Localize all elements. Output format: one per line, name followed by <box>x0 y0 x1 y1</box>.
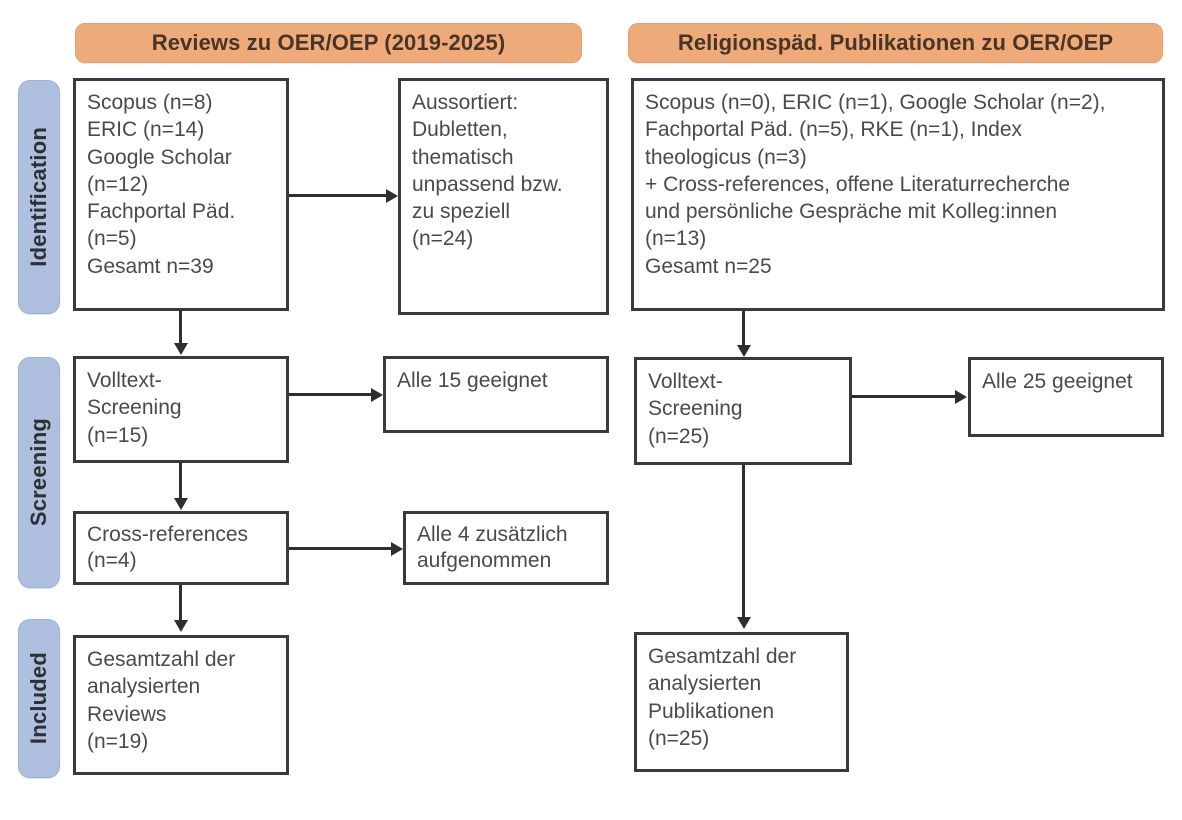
box-left-crossrefs-result-text: Alle 4 zusätzlich aufgenommen <box>417 523 568 573</box>
connector-left-fulltext-to-crossrefs <box>179 463 182 499</box>
box-left-fulltext-screening-text: Volltext- Screening (n=15) <box>87 369 182 447</box>
arrowhead-left-fulltext-to-result <box>371 388 383 402</box>
arrowhead-right-sources-to-fulltext <box>737 345 751 357</box>
box-right-sources-text: Scopus (n=0), ERIC (n=1), Google Scholar… <box>645 91 1106 278</box>
box-right-fulltext-screening-text: Volltext- Screening (n=25) <box>648 370 743 448</box>
box-left-fulltext-result-text: Alle 15 geeignet <box>397 369 548 392</box>
connector-left-sources-to-fulltext <box>179 311 182 344</box>
connector-right-fulltext-to-included <box>742 465 745 618</box>
box-left-fulltext-result: Alle 15 geeignet <box>383 356 609 433</box>
column-header-right: Religionspäd. Publikationen zu OER/OEP <box>628 23 1163 63</box>
box-left-excluded-text: Aussortiert: Dubletten, thematisch unpas… <box>412 91 563 251</box>
box-right-included-text: Gesamtzahl der analysierten Publikatione… <box>648 645 797 750</box>
box-right-fulltext-screening: Volltext- Screening (n=25) <box>634 357 852 465</box>
box-right-fulltext-result-text: Alle 25 geeignet <box>982 370 1133 393</box>
arrowhead-right-fulltext-to-result <box>955 390 967 404</box>
stage-label-screening: Screening <box>26 418 51 527</box>
box-left-sources: Scopus (n=8) ERIC (n=14) Google Scholar … <box>73 78 289 311</box>
arrowhead-left-fulltext-to-crossrefs <box>174 498 188 510</box>
arrowhead-left-sources-to-excluded <box>386 189 398 203</box>
column-header-left: Reviews zu OER/OEP (2019-2025) <box>75 23 582 63</box>
arrowhead-left-sources-to-fulltext <box>174 343 188 355</box>
box-left-crossrefs: Cross-references (n=4) <box>73 511 289 585</box>
connector-left-crossrefs-to-result <box>289 547 392 550</box>
box-left-excluded: Aussortiert: Dubletten, thematisch unpas… <box>398 78 609 315</box>
box-left-included-text: Gesamtzahl der analysierten Reviews (n=1… <box>87 648 236 753</box>
box-right-included: Gesamtzahl der analysierten Publikatione… <box>634 632 849 772</box>
connector-left-crossrefs-to-included <box>179 585 182 621</box>
stage-pill-included: Included <box>18 619 60 778</box>
arrowhead-right-fulltext-to-included <box>737 617 751 629</box>
connector-right-fulltext-to-result <box>852 395 956 398</box>
box-left-crossrefs-result: Alle 4 zusätzlich aufgenommen <box>403 511 609 585</box>
connector-right-sources-to-fulltext <box>742 311 745 346</box>
box-left-sources-text: Scopus (n=8) ERIC (n=14) Google Scholar … <box>87 91 236 278</box>
connector-left-sources-to-excluded <box>289 194 387 197</box>
stage-pill-identification: Identification <box>18 80 60 314</box>
column-header-left-label: Reviews zu OER/OEP (2019-2025) <box>151 30 506 55</box>
arrowhead-left-crossrefs-to-included <box>174 620 188 632</box>
stage-label-identification: Identification <box>26 127 51 267</box>
box-right-fulltext-result: Alle 25 geeignet <box>968 357 1164 437</box>
box-left-crossrefs-text: Cross-references (n=4) <box>87 523 249 573</box>
connector-left-fulltext-to-result <box>289 393 372 396</box>
box-right-sources: Scopus (n=0), ERIC (n=1), Google Scholar… <box>631 78 1165 311</box>
column-header-right-label: Religionspäd. Publikationen zu OER/OEP <box>677 30 1114 55</box>
box-left-fulltext-screening: Volltext- Screening (n=15) <box>73 356 289 463</box>
box-left-included: Gesamtzahl der analysierten Reviews (n=1… <box>73 635 289 775</box>
stage-label-included: Included <box>26 652 51 745</box>
stage-pill-screening: Screening <box>18 357 60 588</box>
arrowhead-left-crossrefs-to-result <box>391 542 403 556</box>
